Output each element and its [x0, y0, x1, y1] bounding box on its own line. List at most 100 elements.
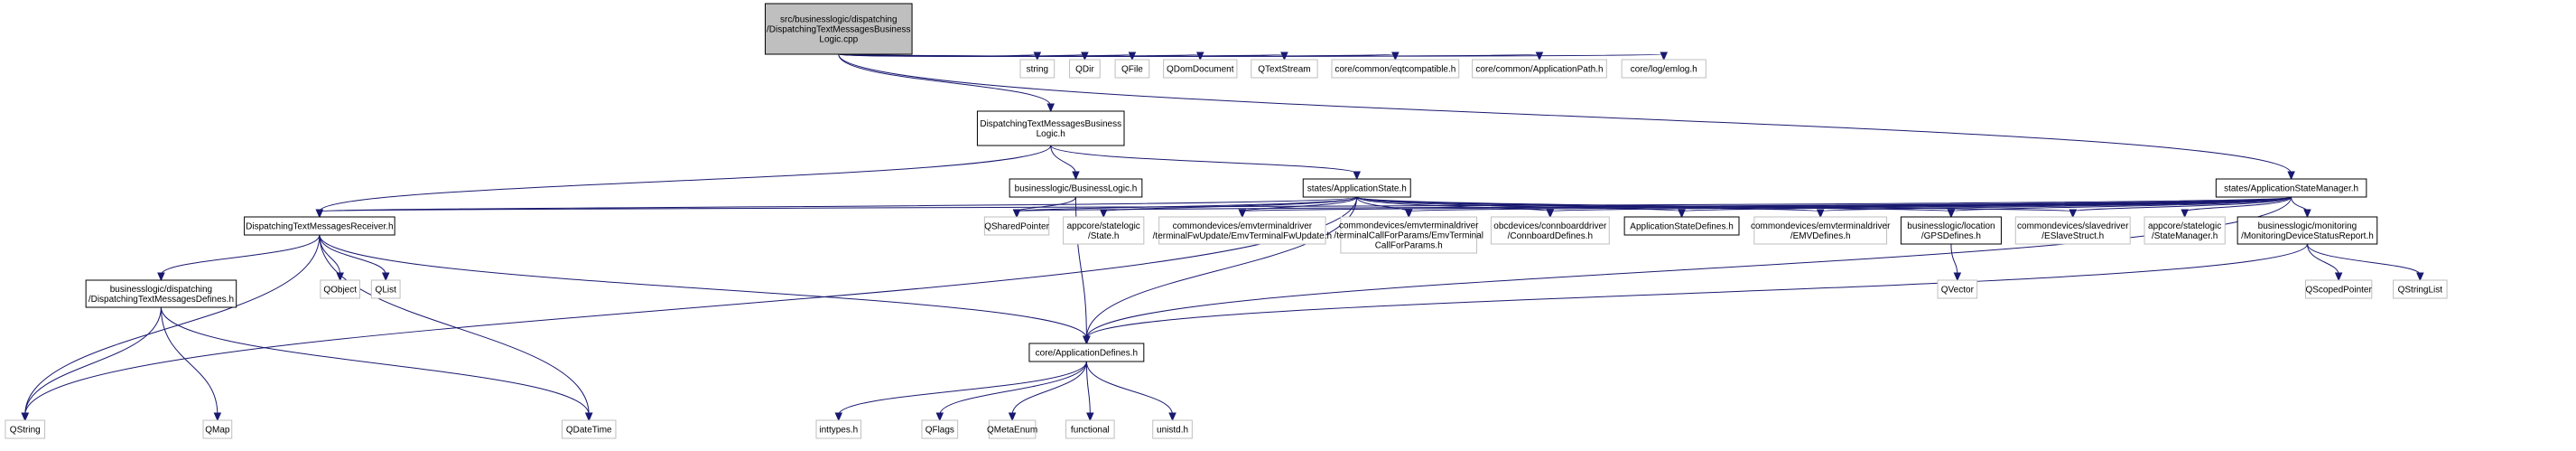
- edge-receiver-h-to-msgdefines-h: [157, 234, 321, 282]
- arrowhead-icon: [2287, 171, 2295, 181]
- edge-line: [1085, 361, 1174, 416]
- node-statemanager-h: appcore/statelogic/StateManager.h: [2144, 216, 2226, 245]
- node-label: /terminalFwUpdate/EmvTerminalFwUpdate.h: [1153, 231, 1332, 241]
- node-label: functional: [1071, 426, 1110, 436]
- node-state-h: appcore/statelogic/State.h: [1063, 216, 1145, 245]
- node-box: [815, 419, 862, 439]
- node-box: [1302, 178, 1411, 198]
- edge-line: [2184, 196, 2292, 212]
- arrowhead-icon: [157, 272, 165, 282]
- node-functional: functional: [1065, 419, 1115, 439]
- edge-appstatemgr-h-to-emvdefines-h: [1816, 196, 2292, 219]
- node-box: [370, 279, 401, 299]
- edge-appstatemgr-h-to-eslavestruct-h: [2069, 196, 2292, 219]
- edge-root-to-appstatemgr-h: [838, 53, 2295, 181]
- edge-line: [1681, 196, 2292, 212]
- edge-appdefines-h-to-qmetaenum: [1008, 361, 1087, 422]
- edge-msgdefines-h-to-qdatetime: [160, 306, 593, 422]
- node-inttypes: inttypes.h: [815, 419, 862, 439]
- node-label: appcore/statelogic: [2148, 221, 2221, 231]
- edge-receiver-h-to-appdefines-h: [319, 234, 1091, 345]
- edge-receiver-h-to-qlist: [319, 234, 390, 282]
- edge-dtmbl-h-to-receiver-h: [315, 145, 1052, 219]
- node-box: [2014, 216, 2131, 245]
- node-label: QScopedPointer: [2305, 286, 2372, 296]
- node-box: [1251, 59, 1318, 79]
- node-eqtcompatible: core/common/eqtcompatible.h: [1331, 59, 1460, 79]
- node-label: DispatchingTextMessagesReceiver.h: [246, 222, 393, 232]
- node-qobject: QObject: [320, 279, 360, 299]
- node-label: /GPSDefines.h: [1921, 231, 1981, 241]
- edge-msgdefines-h-to-qmap: [160, 306, 222, 422]
- edge-appstatemgr-h-to-monitoring-h: [2291, 196, 2311, 219]
- node-label: QVector: [1941, 286, 1975, 296]
- node-box: [1623, 216, 1740, 236]
- node-emvdefines-h: commondevices/emvterminaldriver/EMVDefin…: [1751, 216, 1891, 245]
- node-box: [1069, 59, 1101, 79]
- arrowhead-icon: [1404, 209, 1413, 219]
- node-box: [976, 110, 1125, 146]
- edge-line: [838, 53, 1665, 57]
- node-qscopedpointer: QScopedPointer: [2304, 279, 2372, 299]
- node-label: ApplicationStateDefines.h: [1630, 222, 1734, 232]
- node-box: [85, 279, 237, 308]
- arrowhead-icon: [2181, 209, 2189, 219]
- edge-line: [939, 361, 1087, 416]
- node-box: [1900, 216, 2002, 245]
- edge-line: [24, 306, 162, 416]
- node-emlog: core/log/emlog.h: [1621, 59, 1706, 79]
- arrowhead-icon: [1953, 272, 1962, 282]
- edge-line: [2306, 243, 2339, 276]
- edge-line: [319, 234, 590, 416]
- node-gpsdefines-h[interactable]: businesslogic/location/GPSDefines.h: [1900, 216, 2002, 245]
- node-box: [1490, 216, 1610, 245]
- node-box: [921, 419, 959, 439]
- edge-appstatemgr-h-to-appstatedefines-h: [1678, 196, 2292, 219]
- edge-line: [160, 234, 321, 276]
- arrowhead-icon: [1238, 209, 1247, 219]
- node-appstatemgr-h[interactable]: states/ApplicationStateManager.h: [2215, 178, 2367, 198]
- node-label: businesslogic/BusinessLogic.h: [1015, 184, 1138, 194]
- node-root[interactable]: src/businesslogic/dispatching/Dispatchin…: [765, 3, 913, 55]
- node-appstate-h[interactable]: states/ApplicationState.h: [1302, 178, 1411, 198]
- arrowhead-icon: [1008, 412, 1017, 422]
- arrowhead-icon: [1678, 209, 1686, 219]
- edge-gpsdefines-h-to-qvector: [1950, 243, 1962, 282]
- node-box: [1009, 178, 1143, 198]
- node-label: commondevices/emvterminaldriver: [1751, 221, 1891, 231]
- node-box: [1114, 59, 1150, 79]
- node-label: QDir: [1075, 65, 1094, 75]
- node-label: QObject: [323, 286, 357, 296]
- node-appstatedefines-h[interactable]: ApplicationStateDefines.h: [1623, 216, 1740, 236]
- edge-appdefines-h-to-unistd: [1085, 361, 1176, 422]
- node-label: states/ApplicationState.h: [1307, 184, 1407, 194]
- node-qstring: QString: [5, 419, 46, 439]
- node-appdefines-h[interactable]: core/ApplicationDefines.h: [1028, 343, 1145, 362]
- node-label: string: [1027, 65, 1048, 75]
- node-box: [202, 419, 233, 439]
- edge-dtmbl-h-to-appstate-h: [1050, 145, 1361, 181]
- node-box: [2393, 279, 2448, 299]
- edge-monitoring-h-to-qscopedpointer: [2306, 243, 2343, 282]
- node-monitoring-h[interactable]: businesslogic/monitoring/MonitoringDevic…: [2237, 216, 2378, 245]
- edge-line: [319, 196, 1358, 212]
- arrowhead-icon: [935, 412, 944, 422]
- node-box: [1158, 216, 1326, 245]
- edge-line: [319, 234, 386, 276]
- node-qstringlist: QStringList: [2393, 279, 2448, 299]
- node-box: [1937, 279, 1978, 299]
- node-qsharedpointer: QSharedPointer: [983, 216, 1050, 236]
- node-businesslogic-h[interactable]: businesslogic/BusinessLogic.h: [1009, 178, 1143, 198]
- node-apppath: core/common/ApplicationPath.h: [1472, 59, 1607, 79]
- node-label: core/common/ApplicationPath.h: [1475, 65, 1603, 75]
- node-label: QFile: [1121, 65, 1143, 75]
- edges-layer: [21, 52, 2424, 422]
- node-fwupdate-h: commondevices/emvterminaldriver/terminal…: [1153, 216, 1332, 245]
- node-receiver-h[interactable]: DispatchingTextMessagesReceiver.h: [244, 216, 395, 236]
- node-label: appcore/statelogic: [1067, 221, 1140, 231]
- edge-line: [319, 145, 1052, 212]
- node-label: core/log/emlog.h: [1631, 65, 1697, 75]
- node-msgdefines-h[interactable]: businesslogic/dispatching/DispatchingTex…: [85, 279, 237, 308]
